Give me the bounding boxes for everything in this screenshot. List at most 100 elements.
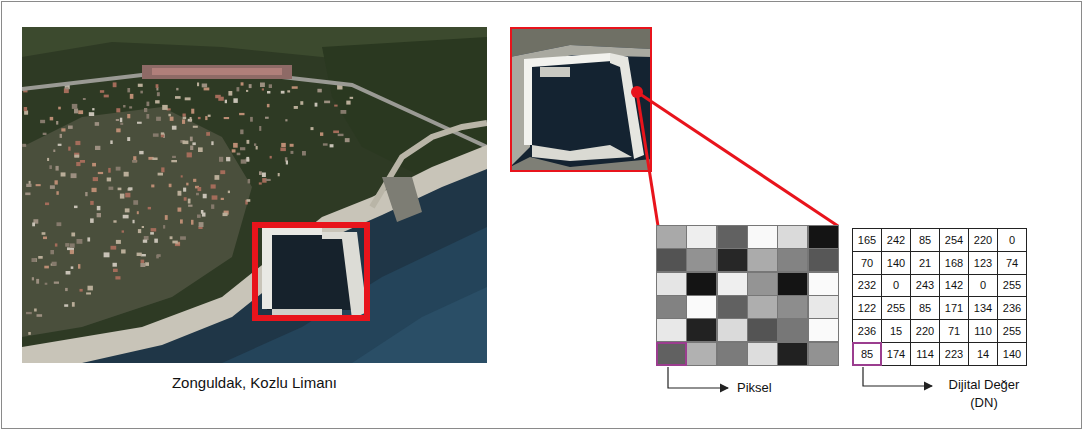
grey-pixel — [777, 318, 808, 342]
rooftop — [24, 107, 27, 111]
rooftop — [116, 128, 120, 132]
dn-cell: 85 — [910, 296, 940, 320]
rooftop — [36, 184, 41, 186]
grey-pixel — [686, 318, 717, 342]
rooftop — [259, 182, 262, 184]
rooftop — [317, 89, 321, 93]
rooftop — [247, 140, 250, 144]
image-caption: Zonguldak, Kozlu Limanı — [22, 374, 487, 391]
rooftop — [315, 103, 318, 107]
rooftop — [334, 105, 337, 107]
rooftop — [215, 95, 221, 98]
rooftop — [65, 243, 69, 247]
rooftop — [70, 250, 74, 254]
rooftop — [185, 97, 191, 100]
rooftop — [120, 118, 122, 123]
rooftop — [68, 147, 70, 151]
rooftop — [74, 109, 78, 114]
rooftop — [125, 208, 130, 212]
rooftop — [72, 302, 75, 307]
rooftop — [300, 101, 303, 105]
dn-cell: 165 — [852, 228, 882, 252]
rooftop — [50, 117, 54, 121]
rooftop — [287, 90, 290, 92]
rooftop — [191, 109, 194, 114]
rooftop — [292, 86, 298, 89]
grey-pixel — [656, 318, 687, 342]
dn-cell: 236 — [852, 319, 882, 343]
rooftop — [120, 123, 123, 125]
grey-pixel — [717, 272, 748, 296]
rooftop — [132, 160, 136, 163]
dn-cell: 85 — [910, 228, 940, 252]
rooftop — [68, 126, 73, 129]
satellite-image — [22, 27, 487, 363]
rooftop — [72, 104, 78, 109]
rooftop — [226, 157, 230, 161]
rooftop — [262, 88, 264, 90]
rooftop — [193, 126, 198, 128]
dn-cell: 134 — [968, 296, 998, 320]
rooftop — [196, 193, 199, 196]
rooftop — [104, 252, 110, 257]
rooftop — [246, 157, 249, 162]
rooftop — [311, 127, 314, 130]
rooftop — [50, 185, 55, 189]
rooftop — [28, 332, 31, 335]
rooftop — [172, 126, 177, 130]
rooftop — [146, 114, 149, 119]
grey-pixel — [717, 248, 748, 272]
rooftop — [55, 180, 58, 184]
grey-pixel — [747, 225, 778, 249]
dn-cell: 142 — [939, 274, 969, 298]
rooftop — [125, 193, 130, 198]
rooftop — [44, 266, 49, 269]
rooftop — [161, 132, 164, 134]
grey-pixel — [808, 225, 839, 249]
rooftop — [80, 160, 85, 163]
dn-cell: 114 — [910, 342, 940, 366]
rooftop — [204, 88, 210, 91]
rooftop — [90, 201, 94, 205]
rooftop — [109, 187, 114, 190]
rooftop — [190, 146, 193, 151]
dn-cell: 70 — [852, 251, 882, 275]
dn-cell: 14 — [968, 342, 998, 366]
rooftop — [170, 117, 174, 121]
rooftop — [42, 232, 46, 235]
rooftop — [127, 114, 130, 118]
rooftop — [267, 104, 270, 107]
grey-pixel — [747, 295, 778, 319]
rooftop — [181, 175, 183, 177]
rooftop — [184, 197, 187, 201]
rooftop — [139, 151, 143, 154]
rooftop — [95, 146, 100, 150]
rooftop — [286, 161, 288, 165]
dn-cell: 110 — [968, 319, 998, 343]
rooftop — [78, 110, 83, 114]
rooftop — [182, 119, 185, 124]
rooftop — [211, 141, 213, 145]
rooftop — [116, 167, 121, 171]
rooftop — [183, 117, 187, 119]
rooftop — [71, 266, 74, 269]
rooftop — [97, 206, 101, 210]
grey-pixel — [808, 248, 839, 272]
rooftop — [183, 188, 186, 192]
rooftop — [128, 187, 132, 190]
rooftop — [278, 173, 280, 176]
grey-pixel — [717, 318, 748, 342]
rooftop — [92, 108, 94, 110]
rooftop — [26, 184, 31, 187]
rooftop — [188, 205, 192, 207]
grey-pixel — [747, 248, 778, 272]
rooftop — [324, 101, 330, 104]
rooftop — [132, 160, 137, 162]
rooftop — [225, 100, 227, 104]
dn-cell: 220 — [968, 228, 998, 252]
rooftop — [113, 269, 118, 272]
rooftop — [75, 141, 80, 145]
rooftop — [215, 175, 220, 180]
grey-pixel — [747, 318, 778, 342]
rooftop — [250, 117, 253, 122]
